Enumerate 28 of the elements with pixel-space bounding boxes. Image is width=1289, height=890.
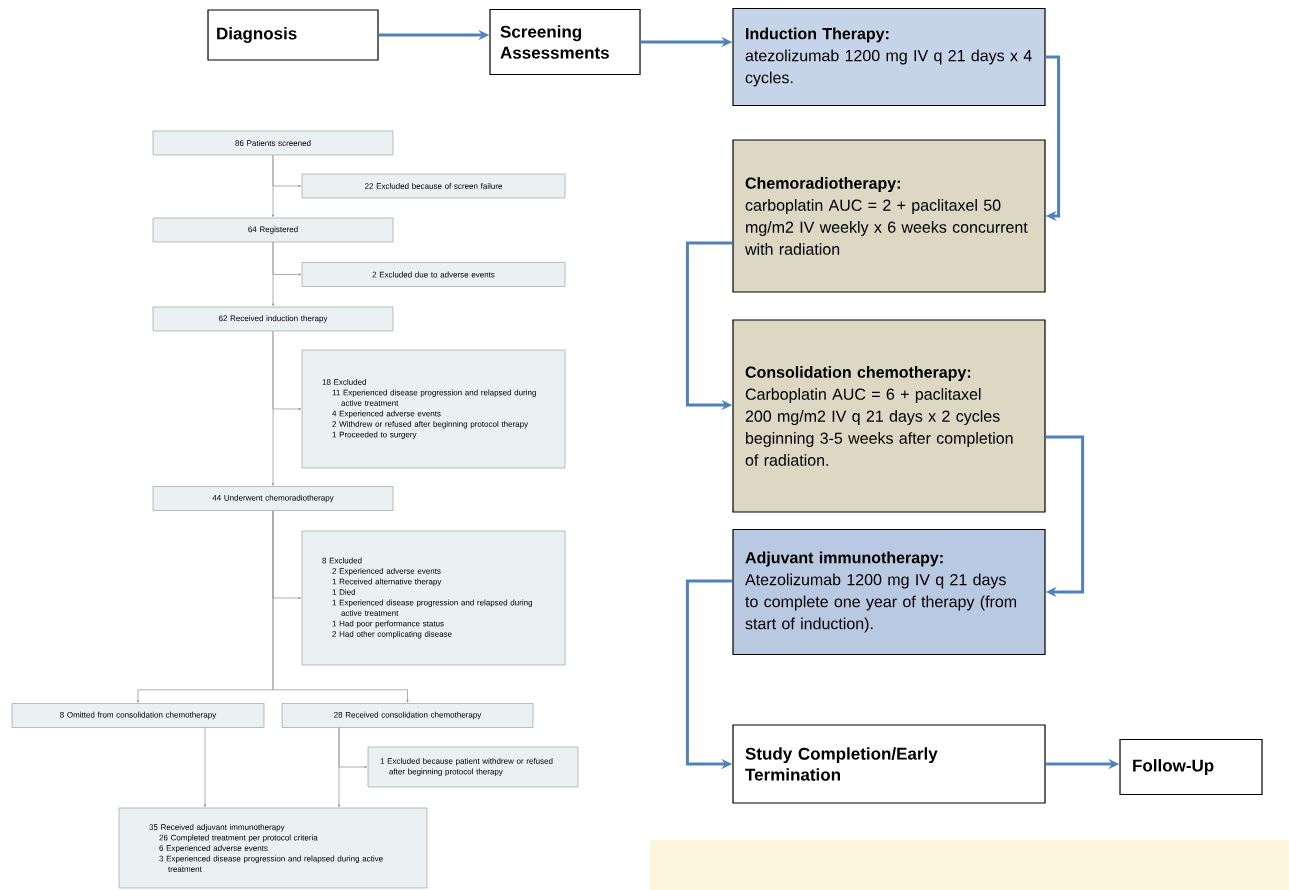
process-box: Screening Assessments <box>489 8 641 76</box>
arrow <box>203 727 207 808</box>
process-box: Chemoradiotherapy: carboplatin AUC = 2 + paclitaxel 50 mg/m2 IV weekly x 6 weeks concurrent with radiation <box>732 139 1046 293</box>
process-box: Follow-Up <box>1119 738 1263 796</box>
flow-box: 1 Excluded because patient withdrew or refused after beginning protocol therapy <box>367 746 579 788</box>
flow-box: 8 Omitted from consolidation chemotherapy <box>11 703 265 728</box>
arrow <box>1045 55 1061 222</box>
flow-box: 18 Excluded 11 Experienced disease progression and relapsed during active treatment 4 Experienced adverse events 2 Withdrew or refused after beginning protocol therapy 1 Proceeded to surgery <box>301 349 566 469</box>
flow-box: 62 Received induction therapy <box>152 306 394 332</box>
flow-box: 22 Excluded because of screen failure <box>301 173 566 199</box>
arrow <box>271 154 275 218</box>
process-box: Study Completion/Early Termination <box>732 724 1046 804</box>
flow-box: 8 Excluded 2 Experienced adverse events 1 Received alternative therapy 1 Died 1 Experienced disease progression and relapsed during active treatment 1 Had poor performance status 2 Had other complicating disease <box>301 530 566 666</box>
process-box: Induction Therapy: atezolizumab 1200 mg IV q 21 days x 4 cycles. <box>732 7 1046 107</box>
arrow <box>1045 435 1085 598</box>
process-box: Adjuvant immunotherapy: Atezolizumab 1200 mg IV q 21 days to complete one year of therapy (from start of induction). <box>732 528 1046 656</box>
process-box: Diagnosis <box>207 9 379 61</box>
flow-box: 64 Registered <box>152 217 394 243</box>
arrow <box>271 241 275 307</box>
flow-box: 28 Received consolidation chemotherapy <box>281 703 534 728</box>
process-box: Consolidation chemotherapy: Carboplatin AUC = 6 + paclitaxel 200 mg/m2 IV q 21 days x 2 cycles beginning 3-5 weeks after completion of radiation. <box>732 319 1046 513</box>
arrow <box>337 727 341 808</box>
arrow <box>272 510 409 703</box>
flow-box: 86 Patients screened <box>152 130 394 156</box>
flow-box: 35 Received adjuvant immunotherapy 26 Completed treatment per protocol criteria 6 Experienced adverse events 3 Experienced disease progression and relapsed during active treatment <box>118 807 428 889</box>
arrow <box>271 330 275 486</box>
flow-box: 2 Excluded due to adverse events <box>301 262 566 287</box>
flow-box: 44 Underwent chemoradiotherapy <box>152 486 394 511</box>
